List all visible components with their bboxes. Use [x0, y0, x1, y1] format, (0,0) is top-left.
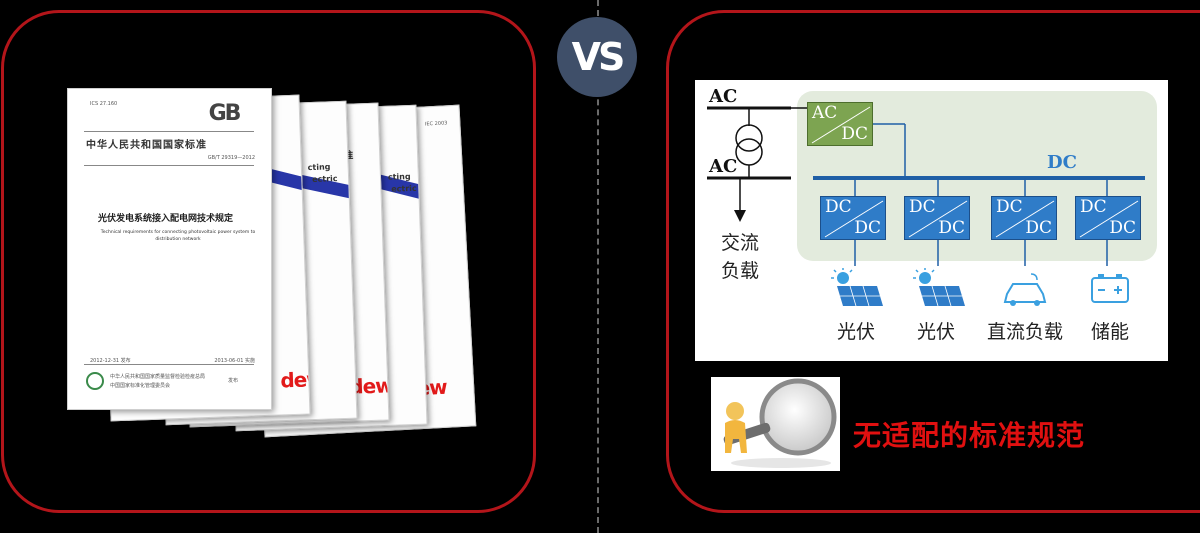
issue-word: 发布 [228, 378, 239, 384]
left-panel [1, 10, 536, 513]
dc-dc-converter-pv-2: DC DC [904, 196, 970, 240]
load-label-pv-1: 光伏 [837, 321, 876, 343]
diagram-wiring [707, 106, 1145, 266]
electric-car-icon [1003, 273, 1047, 306]
ectric-fragment-2: ectric [311, 174, 338, 184]
cting-fragment: cting [387, 171, 411, 182]
magnifying-glass-icon [723, 378, 837, 468]
national-standard-heading: 中华人民共和国国家标准 [86, 140, 207, 151]
ac-bus-bottom-label: AC [709, 156, 738, 177]
ics-code: ICS 27.160 [90, 101, 118, 107]
gb-logo: GB [202, 101, 246, 127]
issuer-line-1: 中华人民共和国国家质量监督检验检疫总局 [110, 374, 206, 380]
effective-date: 2013-06-01 实施 [214, 358, 255, 364]
dc-dc-converter-storage: DC DC [1075, 196, 1141, 240]
magnifier-illustration [711, 377, 840, 471]
issue-date: 2012-12-31 发布 [90, 358, 131, 364]
ectric-fragment: ectric [391, 183, 417, 194]
divider-line [597, 0, 599, 533]
document-title-en: Technical requirements for connecting ph… [100, 230, 256, 242]
vs-badge: VS [557, 17, 637, 97]
load-label-storage: 储能 [1091, 321, 1130, 343]
battery-icon [1091, 274, 1129, 303]
load-label-pv-2: 光伏 [917, 321, 956, 343]
dew-logo-fragment-3: dew [279, 366, 311, 393]
load-label-dc-load: 直流负载 [987, 321, 1064, 343]
dc-dc-converter-dc-load: DC DC [991, 196, 1057, 240]
cting-fragment-2: cting [307, 162, 331, 173]
right-panel [666, 10, 1200, 513]
no-standard-caption: 无适配的标准规范 [853, 419, 1086, 452]
gb-standard-document: ICS 27.160 GB 中华人民共和国国家标准 GB/T 29319—201… [67, 88, 272, 410]
issuer-line-2: 中国国家标准化管理委员会 [110, 383, 171, 389]
ac-load-label-line2: 负载 [721, 260, 760, 282]
solar-panel-icon-2 [913, 268, 965, 307]
dc-bus-label: DC [1047, 152, 1077, 173]
ac-bus-top-label: AC [709, 86, 738, 107]
ac-load-label-line1: 交流 [721, 232, 760, 254]
document-title-cn: 光伏发电系统接入配电网技术规定 [98, 214, 234, 224]
ac-dc-converter: AC DC [807, 102, 873, 146]
issuer-seal-icon [86, 372, 104, 390]
microgrid-diagram: AC AC DC AC DC DC DC DC DC DC DC DC DC 交… [695, 80, 1168, 361]
dc-dc-converter-pv-1: DC DC [820, 196, 886, 240]
solar-panel-icon [831, 268, 883, 307]
standard-code: GB/T 29319—2012 [207, 155, 255, 161]
